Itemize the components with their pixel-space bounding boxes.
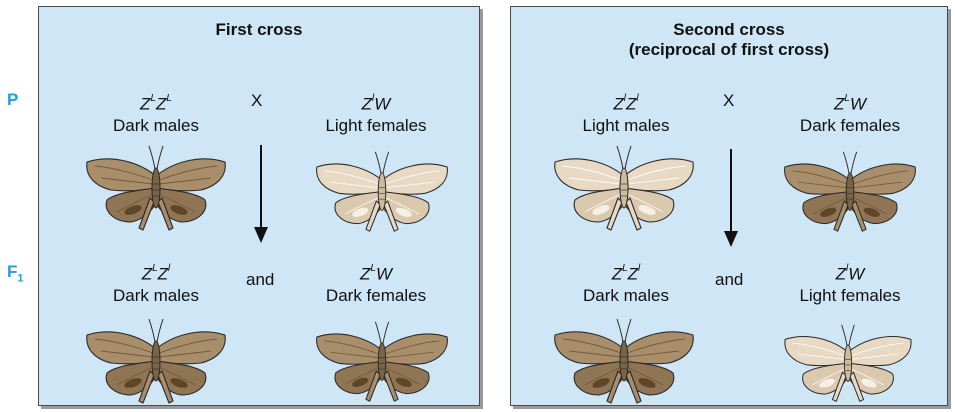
genotype: ZlZl (541, 90, 711, 115)
generation-label-f1: F1 (7, 262, 24, 284)
first-cross-symbol: X (251, 91, 262, 111)
moth-icon (549, 144, 699, 234)
second-cross-title: Second cross (reciprocal of first cross) (511, 20, 947, 60)
generation-p-text: P (7, 90, 18, 109)
genotype: ZlW (765, 260, 935, 285)
downward-arrow-icon (253, 145, 269, 245)
moth-icon (779, 150, 921, 235)
second-and-text: and (715, 270, 743, 290)
second-cross-symbol: X (723, 91, 734, 111)
phenotype: Light females (765, 285, 935, 306)
second-cross-title-line2: (reciprocal of first cross) (511, 40, 947, 60)
first-f1-male-label: ZLZl Dark males (71, 260, 241, 306)
first-p-female-label: ZlW Light females (291, 90, 461, 136)
phenotype: Dark males (541, 285, 711, 306)
moth-icon (81, 144, 231, 234)
second-p-female-label: ZLW Dark females (765, 90, 935, 136)
first-cross-title: First cross (39, 20, 479, 40)
genotype: ZLZl (541, 260, 711, 285)
phenotype: Dark males (71, 115, 241, 136)
second-cross-panel: Second cross (reciprocal of first cross)… (510, 6, 948, 406)
second-cross-title-line1: Second cross (511, 20, 947, 40)
moth-icon (779, 323, 917, 405)
generation-f1-subscript: 1 (17, 272, 23, 284)
moth-icon (311, 320, 453, 405)
generation-label-p: P (7, 90, 18, 110)
first-f1-female-label: ZLW Dark females (291, 260, 461, 306)
phenotype: Light females (291, 115, 461, 136)
genotype: ZLZL (71, 90, 241, 115)
genotype: ZlW (291, 90, 461, 115)
genotype: ZLW (291, 260, 461, 285)
second-f1-female-label: ZlW Light females (765, 260, 935, 306)
phenotype: Dark females (765, 115, 935, 136)
genotype: ZLW (765, 90, 935, 115)
downward-arrow-icon (723, 149, 739, 249)
first-cross-panel: First cross ZLZL Dark males X ZlW Light … (38, 6, 480, 406)
moth-icon (311, 150, 453, 235)
second-p-male-label: ZlZl Light males (541, 90, 711, 136)
first-and-text: and (246, 270, 274, 290)
genotype: ZLZl (71, 260, 241, 285)
first-p-male-label: ZLZL Dark males (71, 90, 241, 136)
phenotype: Dark males (71, 285, 241, 306)
moth-icon (81, 317, 231, 407)
generation-f1-text: F (7, 262, 17, 281)
second-f1-male-label: ZLZl Dark males (541, 260, 711, 306)
moth-icon (549, 317, 699, 407)
phenotype: Light males (541, 115, 711, 136)
phenotype: Dark females (291, 285, 461, 306)
